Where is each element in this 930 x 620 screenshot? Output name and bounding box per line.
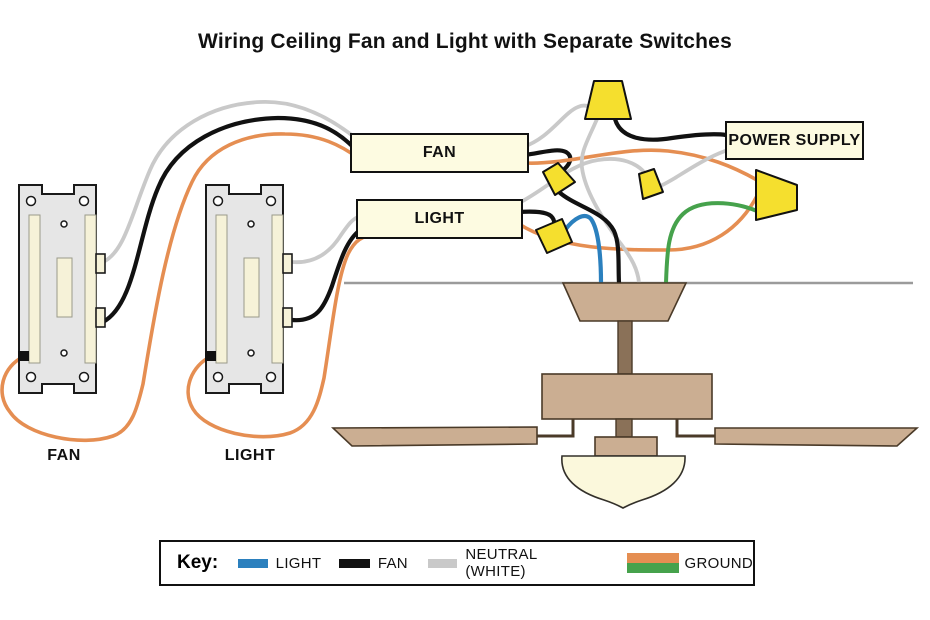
diagram-title: Wiring Ceiling Fan and Light with Separa… bbox=[198, 30, 732, 53]
power-supply-box: POWER SUPPLY bbox=[725, 121, 864, 160]
fan-blade-left bbox=[331, 426, 538, 447]
blade-iron-right bbox=[675, 419, 716, 438]
legend-label-light: LIGHT bbox=[275, 554, 322, 572]
fan-switch-label: FAN bbox=[47, 447, 81, 464]
light-cable-box: LIGHT bbox=[356, 199, 523, 239]
wire-light-to-fan bbox=[562, 213, 604, 286]
screw-hole bbox=[25, 371, 37, 383]
fan-blade-right bbox=[714, 427, 920, 447]
screw-hole bbox=[265, 195, 277, 207]
switch-rocker bbox=[56, 257, 73, 318]
screw bbox=[60, 220, 68, 228]
wire-hot-to-power bbox=[612, 116, 729, 142]
switch-slot bbox=[215, 214, 228, 364]
wire-ground-light-switch bbox=[186, 194, 759, 439]
fan-canopy bbox=[561, 282, 688, 322]
light-cable-label: LIGHT bbox=[414, 210, 465, 227]
wire-nut-top bbox=[584, 80, 632, 120]
screw bbox=[247, 349, 255, 357]
wire-ground-fan-switch bbox=[0, 132, 759, 443]
wire-neutral-power bbox=[658, 149, 727, 188]
fan-cable-box: FAN bbox=[350, 133, 529, 173]
terminal-tab bbox=[282, 253, 293, 274]
wire-neutral-to-fan bbox=[579, 117, 641, 285]
legend-heading: Key: bbox=[177, 552, 219, 573]
screw-hole bbox=[212, 371, 224, 383]
wire-nut-left-upper bbox=[542, 162, 576, 196]
screw-hole bbox=[25, 195, 37, 207]
fan-motor-housing bbox=[541, 373, 713, 420]
switch-rocker bbox=[243, 257, 260, 318]
screw bbox=[247, 220, 255, 228]
light-kit-base bbox=[594, 436, 658, 457]
wire-nut-left-lower bbox=[535, 218, 573, 254]
power-supply-label: POWER SUPPLY bbox=[728, 131, 861, 149]
switch-slot bbox=[84, 214, 97, 364]
terminal-tab bbox=[95, 307, 106, 328]
screw-hole bbox=[78, 195, 90, 207]
fan-downrod bbox=[617, 320, 633, 375]
terminal-tab bbox=[282, 307, 293, 328]
wire-nut-ground bbox=[755, 169, 798, 221]
fan-cable-label: FAN bbox=[422, 144, 457, 161]
screw-hole bbox=[265, 371, 277, 383]
light-glass-bowl bbox=[561, 455, 686, 509]
legend-label-fan: FAN bbox=[377, 554, 408, 572]
ceiling-fan bbox=[331, 282, 920, 509]
wire-ground-fan-green bbox=[664, 201, 759, 285]
legend-swatch-ground-green bbox=[627, 563, 679, 573]
wire-nut-center bbox=[638, 168, 664, 200]
legend-swatch-neutral bbox=[427, 558, 458, 568]
legend-label-neutral: NEUTRAL (WHITE) bbox=[465, 546, 537, 580]
wire-hot-to-fan bbox=[556, 189, 622, 286]
legend-swatch-ground-orange bbox=[627, 553, 679, 563]
legend-swatch-fan bbox=[339, 558, 370, 568]
ground-screw bbox=[18, 351, 29, 361]
wire-hot-fan-switch bbox=[100, 115, 573, 325]
screw bbox=[60, 349, 68, 357]
legend-swatch-ground bbox=[627, 553, 679, 573]
legend-label-ground: GROUND bbox=[684, 554, 754, 572]
switch-fan bbox=[18, 184, 106, 394]
screw-hole bbox=[78, 371, 90, 383]
switch-light bbox=[205, 184, 293, 394]
legend: Key: LIGHT FAN NEUTRAL (WHITE) GROUND bbox=[159, 540, 755, 586]
legend-swatch-light bbox=[238, 558, 268, 568]
switch-slot bbox=[28, 214, 41, 364]
light-kit-stem bbox=[615, 418, 633, 438]
screw-hole bbox=[212, 195, 224, 207]
blade-iron-left bbox=[535, 419, 575, 438]
light-switch-label: LIGHT bbox=[224, 447, 276, 464]
terminal-tab bbox=[95, 253, 106, 274]
ground-screw bbox=[205, 351, 216, 361]
switch-slot bbox=[271, 214, 284, 364]
